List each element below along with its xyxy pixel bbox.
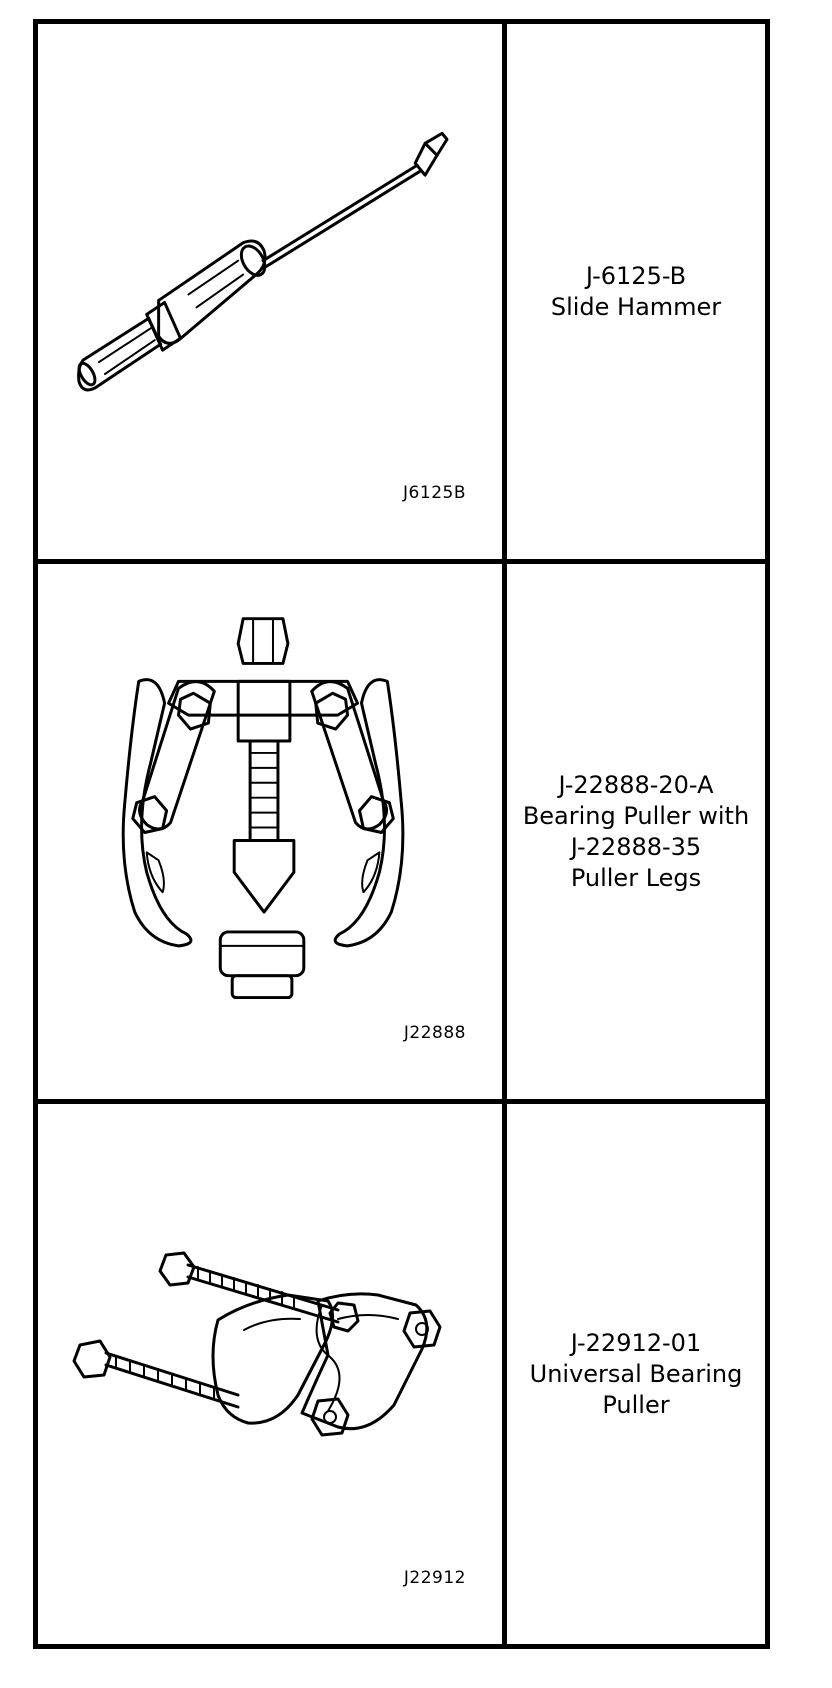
special-tools-table: J6125B J-6125-B Slide Hammer xyxy=(33,19,770,1649)
bearing-puller-icon xyxy=(121,617,405,1000)
tool-illustration-cell: J22888 xyxy=(38,564,507,1104)
figure-label: J6125B xyxy=(403,483,466,503)
universal-bearing-puller-icon xyxy=(72,1251,442,1437)
tool-description-cell: J-22888-20-A Bearing Puller with J-22888… xyxy=(507,564,765,1104)
tool-name: Universal Bearing xyxy=(529,1359,743,1388)
tool-description-cell: J-6125-B Slide Hammer xyxy=(507,24,765,564)
tool-part-number: J-22912-01 xyxy=(570,1328,702,1357)
tool-name-secondary: Puller Legs xyxy=(570,863,702,892)
tool-illustration-cell: J6125B xyxy=(38,24,507,564)
tool-part-number-secondary: J-22888-35 xyxy=(570,832,702,861)
figure-label: J22912 xyxy=(403,1568,466,1588)
tool-part-number: J-6125-B xyxy=(585,261,687,290)
tool-name-continued: Puller xyxy=(602,1390,670,1419)
tool-name: Slide Hammer xyxy=(550,292,722,321)
tool-name: Bearing Puller with xyxy=(522,801,750,830)
figure-label: J22888 xyxy=(403,1023,466,1043)
tool-description-cell: J-22912-01 Universal Bearing Puller xyxy=(507,1104,765,1644)
slide-hammer-icon xyxy=(77,131,449,392)
tool-illustration-cell: J22912 xyxy=(38,1104,507,1644)
tool-part-number: J-22888-20-A xyxy=(558,770,714,799)
